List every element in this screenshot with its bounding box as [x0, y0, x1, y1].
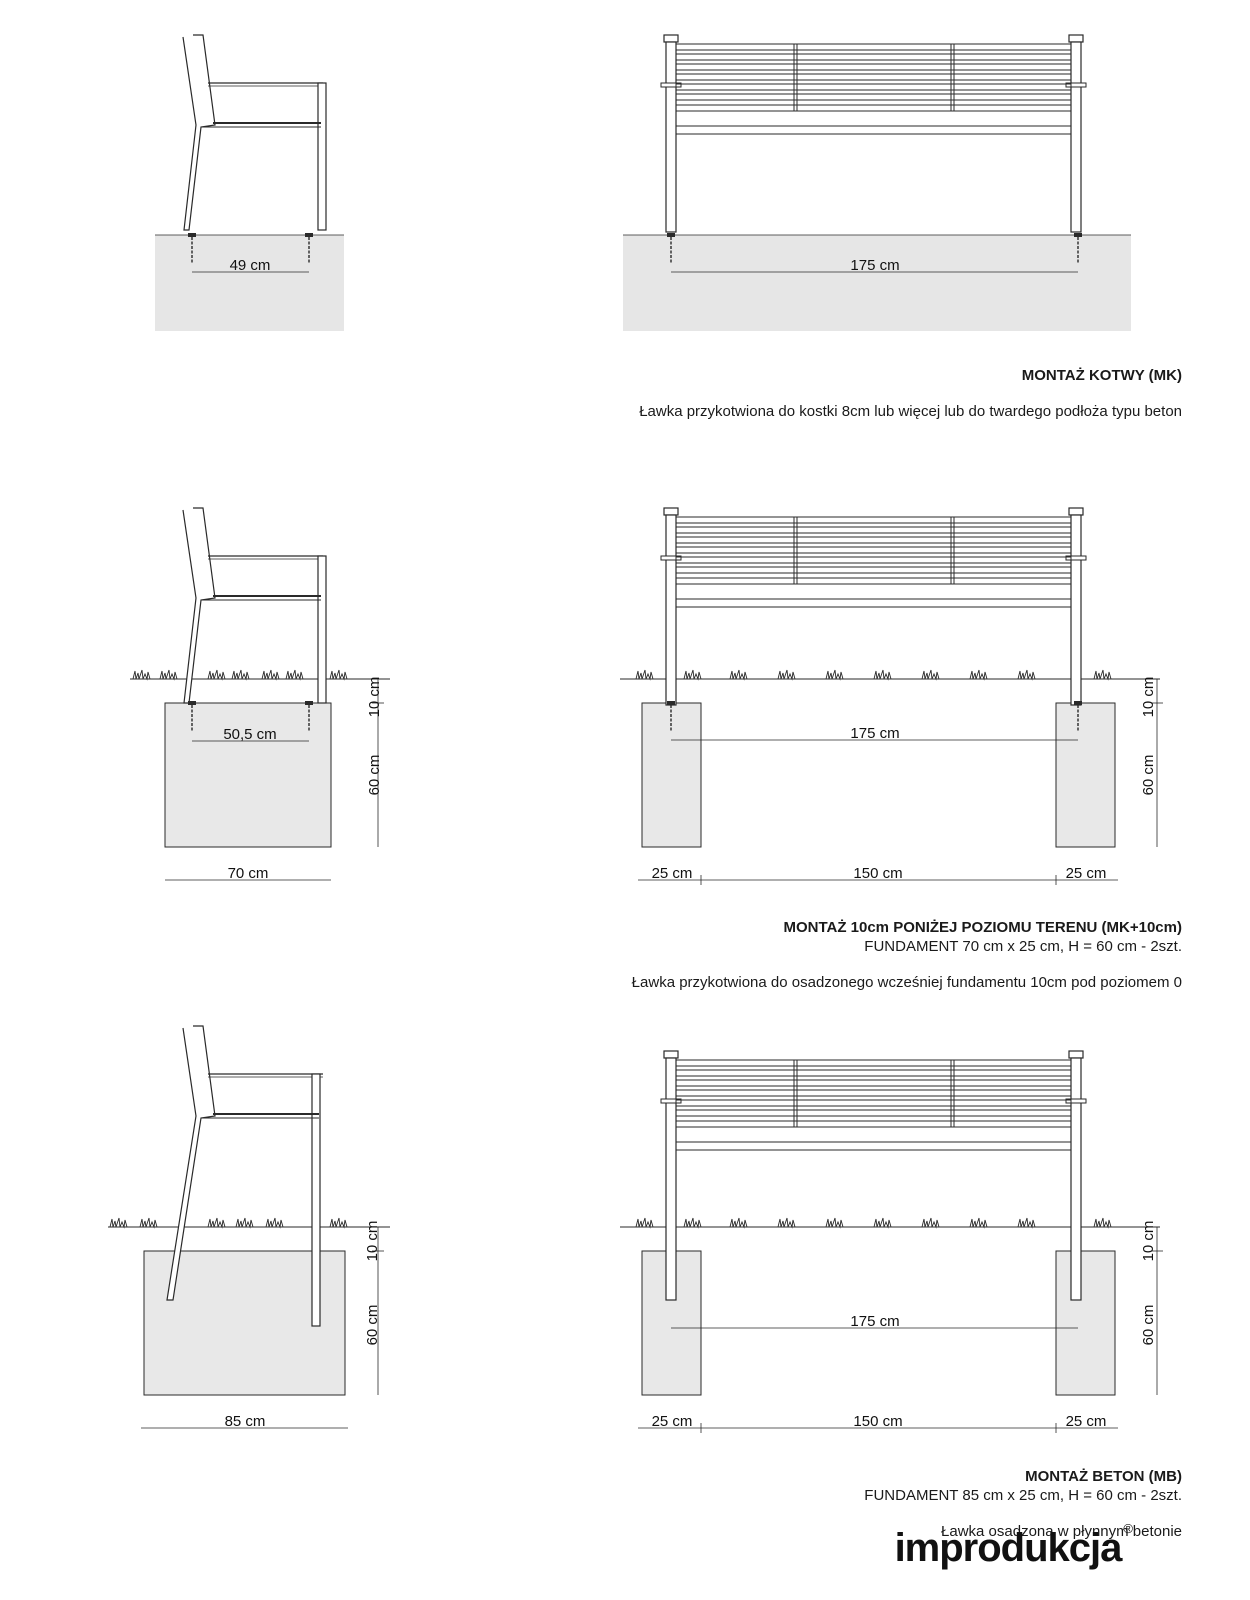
brand-name: improdukcja	[894, 1526, 1123, 1570]
dimension-label: 85 cm	[225, 1413, 266, 1430]
dimension-label: 175 cm	[850, 257, 899, 274]
grass-tufts	[132, 669, 348, 680]
section-description: Ławka przykotwiona do kostki 8cm lub wię…	[639, 403, 1182, 420]
dimension-label: 175 cm	[850, 1313, 899, 1330]
foundation-spec: FUNDAMENT 85 cm x 25 cm, H = 60 cm - 2sz…	[864, 1487, 1182, 1504]
section-mb-front-view: 175 cm 25 cm 150 cm 25 cm 10 cm 60 cm	[620, 1050, 1163, 1433]
dimension-label: 60 cm	[1140, 755, 1157, 796]
dimension-label: 10 cm	[1140, 677, 1157, 718]
dimension-label: 25 cm	[652, 865, 693, 882]
foundation-block	[1055, 702, 1116, 848]
section-title: MONTAŻ BETON (MB)	[1025, 1468, 1182, 1485]
dimension-label: 10 cm	[364, 1221, 381, 1262]
dimension-label: 150 cm	[853, 1413, 902, 1430]
dimension-label: 60 cm	[364, 1305, 381, 1346]
section-mk10-front-view: 175 cm 25 cm 150 cm 25 cm 10 cm 60 cm	[620, 507, 1163, 885]
registered-mark: ®	[1123, 1520, 1133, 1536]
section-title: MONTAŻ 10cm PONIŻEJ POZIOMU TERENU (MK+1…	[783, 919, 1182, 936]
grass-tufts	[635, 1217, 1112, 1228]
section-title: MONTAŻ KOTWY (MK)	[1021, 367, 1182, 384]
ground-block	[155, 235, 344, 331]
section-mk-side-view: 49 cm	[155, 34, 344, 331]
dimension-label: 10 cm	[1140, 1221, 1157, 1262]
dimension-label: 175 cm	[850, 725, 899, 742]
foundation-block	[1055, 1250, 1116, 1396]
foundation-spec: FUNDAMENT 70 cm x 25 cm, H = 60 cm - 2sz…	[864, 938, 1182, 955]
dimension-label: 25 cm	[1066, 865, 1107, 882]
caption-mk10: MONTAŻ 10cm PONIŻEJ POZIOMU TERENU (MK+1…	[632, 918, 1182, 992]
ground-block	[623, 235, 1131, 331]
caption-mb: MONTAŻ BETON (MB) FUNDAMENT 85 cm x 25 c…	[864, 1467, 1182, 1541]
dimension-label: 70 cm	[228, 865, 269, 882]
caption-mk: MONTAŻ KOTWY (MK) Ławka przykotwiona do …	[639, 366, 1182, 421]
section-description: Ławka osadzona w płynnym betonie	[941, 1523, 1182, 1540]
dimension-label: 49 cm	[230, 257, 271, 274]
dimension-label: 60 cm	[1140, 1305, 1157, 1346]
grass-tufts	[635, 669, 1112, 680]
brand-logo: improdukcja®	[894, 1522, 1133, 1570]
section-mb-side-view: 85 cm 10 cm 60 cm	[108, 1025, 390, 1430]
dimension-label: 50,5 cm	[223, 726, 276, 743]
dimension-label: 10 cm	[366, 677, 383, 718]
dimension-label: 25 cm	[652, 1413, 693, 1430]
foundation-block	[164, 702, 332, 848]
section-mk-front-view: 175 cm	[623, 34, 1131, 331]
section-mk10-side-view: 50,5 cm 70 cm 10 cm 60 cm	[130, 507, 390, 882]
dimension-label: 60 cm	[366, 755, 383, 796]
section-description: Ławka przykotwiona do osadzonego wcześni…	[631, 974, 1182, 991]
dimension-label: 25 cm	[1066, 1413, 1107, 1430]
dimension-label: 150 cm	[853, 865, 902, 882]
